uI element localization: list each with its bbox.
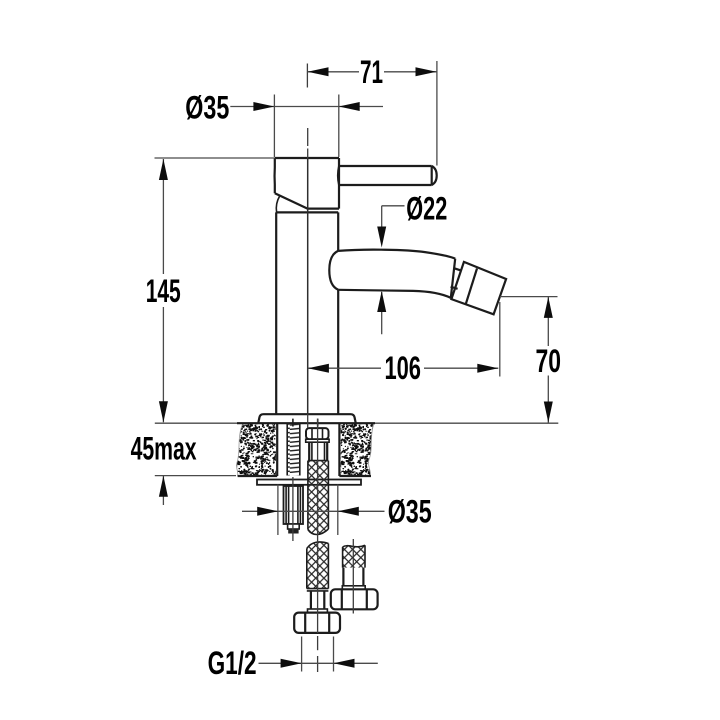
svg-text:G1/2: G1/2 [208, 645, 257, 681]
svg-text:70: 70 [535, 343, 561, 379]
svg-text:Ø35: Ø35 [388, 493, 432, 529]
svg-text:Ø22: Ø22 [406, 190, 447, 226]
svg-text:Ø35: Ø35 [185, 89, 229, 125]
svg-text:106: 106 [384, 350, 421, 386]
svg-text:145: 145 [146, 273, 181, 309]
svg-text:71: 71 [360, 54, 383, 90]
svg-text:45max: 45max [131, 430, 197, 466]
